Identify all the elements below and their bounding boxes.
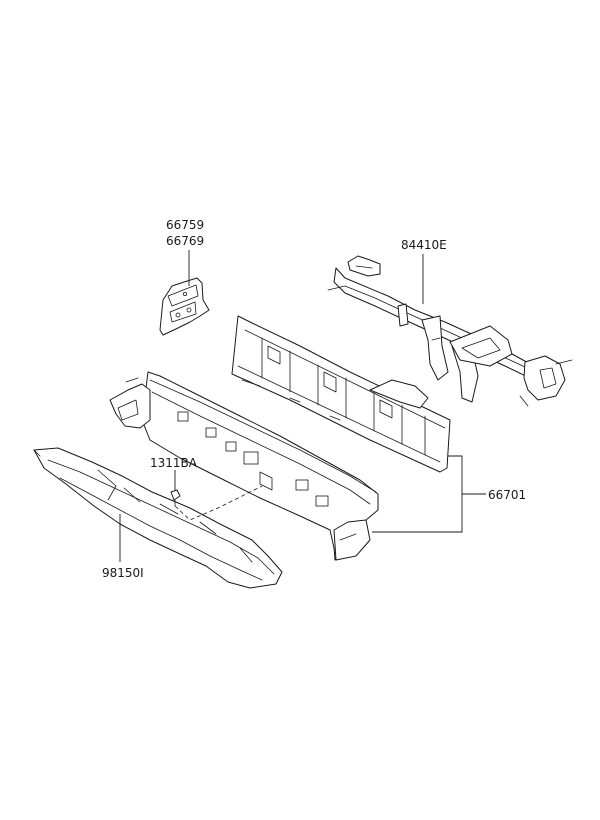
part-number-66769: 66769 (166, 234, 205, 248)
clip-part (170, 489, 181, 507)
insulator-part (33, 447, 283, 589)
part-number-98150i: 98150I (102, 566, 144, 580)
part-number-84410e: 84410E (401, 238, 447, 252)
leader-lines (119, 250, 486, 562)
part-number-66701: 66701 (488, 488, 527, 502)
lower-cowl-panel (109, 371, 379, 561)
part-number-66759: 66759 (166, 218, 205, 232)
upper-cowl-panel (231, 315, 451, 473)
part-number-1311ba: 1311BA (150, 456, 197, 470)
assembly-dashed-line (174, 485, 263, 521)
crossbar-part (327, 255, 573, 407)
bracket-part (159, 277, 210, 336)
